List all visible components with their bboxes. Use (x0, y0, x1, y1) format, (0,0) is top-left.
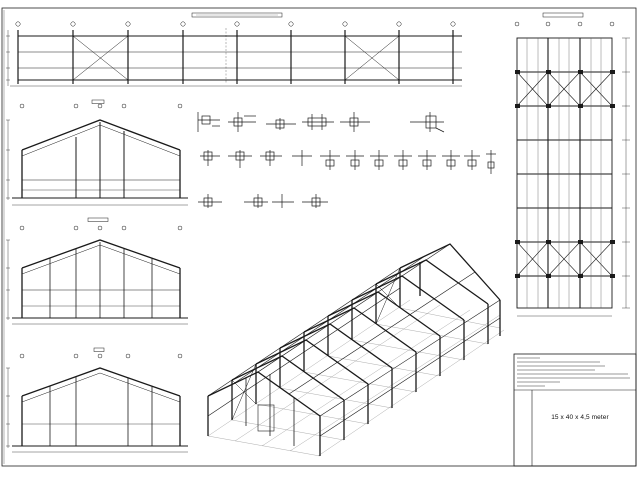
purlins (207, 243, 501, 437)
title-block (513, 353, 637, 467)
plan-title-box (542, 12, 584, 18)
dimension-label: 15 x 40 x 4,5 meter (551, 414, 609, 421)
portal-frames (207, 243, 501, 456)
floor-grid (207, 299, 505, 457)
end-wall (245, 374, 295, 446)
plan-bracing (516, 71, 613, 277)
frame-bracing (231, 267, 401, 421)
isometric-frame-view (207, 243, 505, 457)
roof-plan (514, 12, 630, 317)
side-elevation (6, 12, 462, 87)
column-grid-markers (15, 21, 456, 27)
general-notes (517, 357, 630, 387)
wall-bracing (72, 35, 400, 81)
sheet-border (1, 7, 637, 467)
gable-elevation-1 (6, 99, 188, 206)
gable-elevation-2 (6, 217, 188, 325)
gable-elevation-3 (6, 347, 188, 453)
elevation-title-box (191, 12, 283, 18)
connection-details (197, 112, 496, 208)
